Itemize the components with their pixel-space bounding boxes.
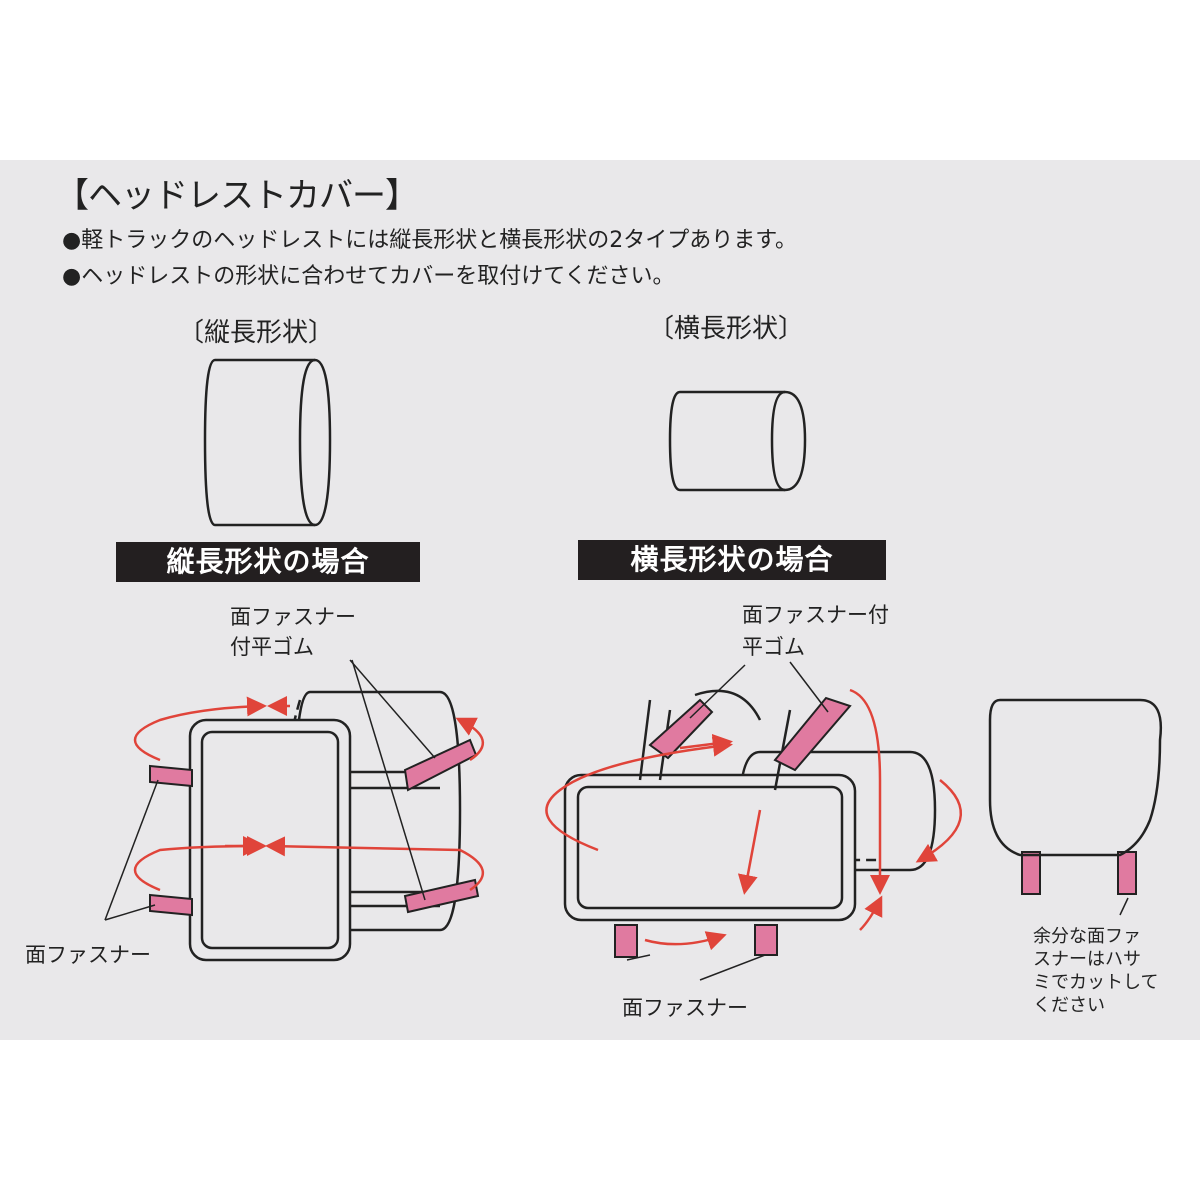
- label-strap-right-line1: 面ファスナー付: [742, 603, 889, 627]
- horizontal-headrest-icon: [668, 390, 807, 492]
- strap-icon: [614, 696, 1137, 958]
- label-fastener-right: 面ファスナー: [622, 996, 748, 1020]
- leader-line: [626, 661, 1129, 981]
- trim-note-line: 余分な面ファ: [1033, 926, 1141, 947]
- bullet-2: ●ヘッドレストの形状に合わせてカバーを取付けてください。: [62, 264, 675, 289]
- horizontal-cover-diagram: [563, 689, 937, 922]
- horizontal-case-banner: 横長形状の場合: [578, 540, 886, 580]
- label-strap-right-line2: 平ゴム: [742, 635, 805, 659]
- leader-line: [104, 659, 436, 921]
- arrow-icon: [545, 688, 963, 951]
- label-strap-line2: 付平ゴム: [230, 635, 314, 659]
- strap-icon: [149, 738, 480, 917]
- vertical-headrest-icon: [203, 358, 332, 527]
- bullet-1: ●軽トラックのヘッドレストには縦長形状と横長形状の2タイプあります。: [62, 228, 797, 253]
- trimmed-cover-icon: [988, 698, 1163, 857]
- trim-note: 余分な面ファ スナーはハサ ミでカットして ください: [1033, 925, 1158, 1017]
- vertical-shape-label: 〔縦長形状〕: [178, 318, 335, 348]
- horizontal-shape-label: 〔横長形状〕: [648, 314, 805, 344]
- trim-note-line: ミでカットして: [1033, 972, 1159, 993]
- trim-note-line: ください: [1033, 995, 1105, 1016]
- vertical-case-banner: 縦長形状の場合: [116, 542, 420, 582]
- label-fastener-left: 面ファスナー: [25, 943, 151, 967]
- trim-note-line: スナーはハサ: [1033, 949, 1141, 970]
- vertical-cover-diagram: [188, 690, 462, 962]
- page-title: 【ヘッドレストカバー】: [55, 176, 419, 216]
- label-strap-line1: 面ファスナー: [230, 605, 356, 629]
- arrow-icon: [133, 696, 485, 892]
